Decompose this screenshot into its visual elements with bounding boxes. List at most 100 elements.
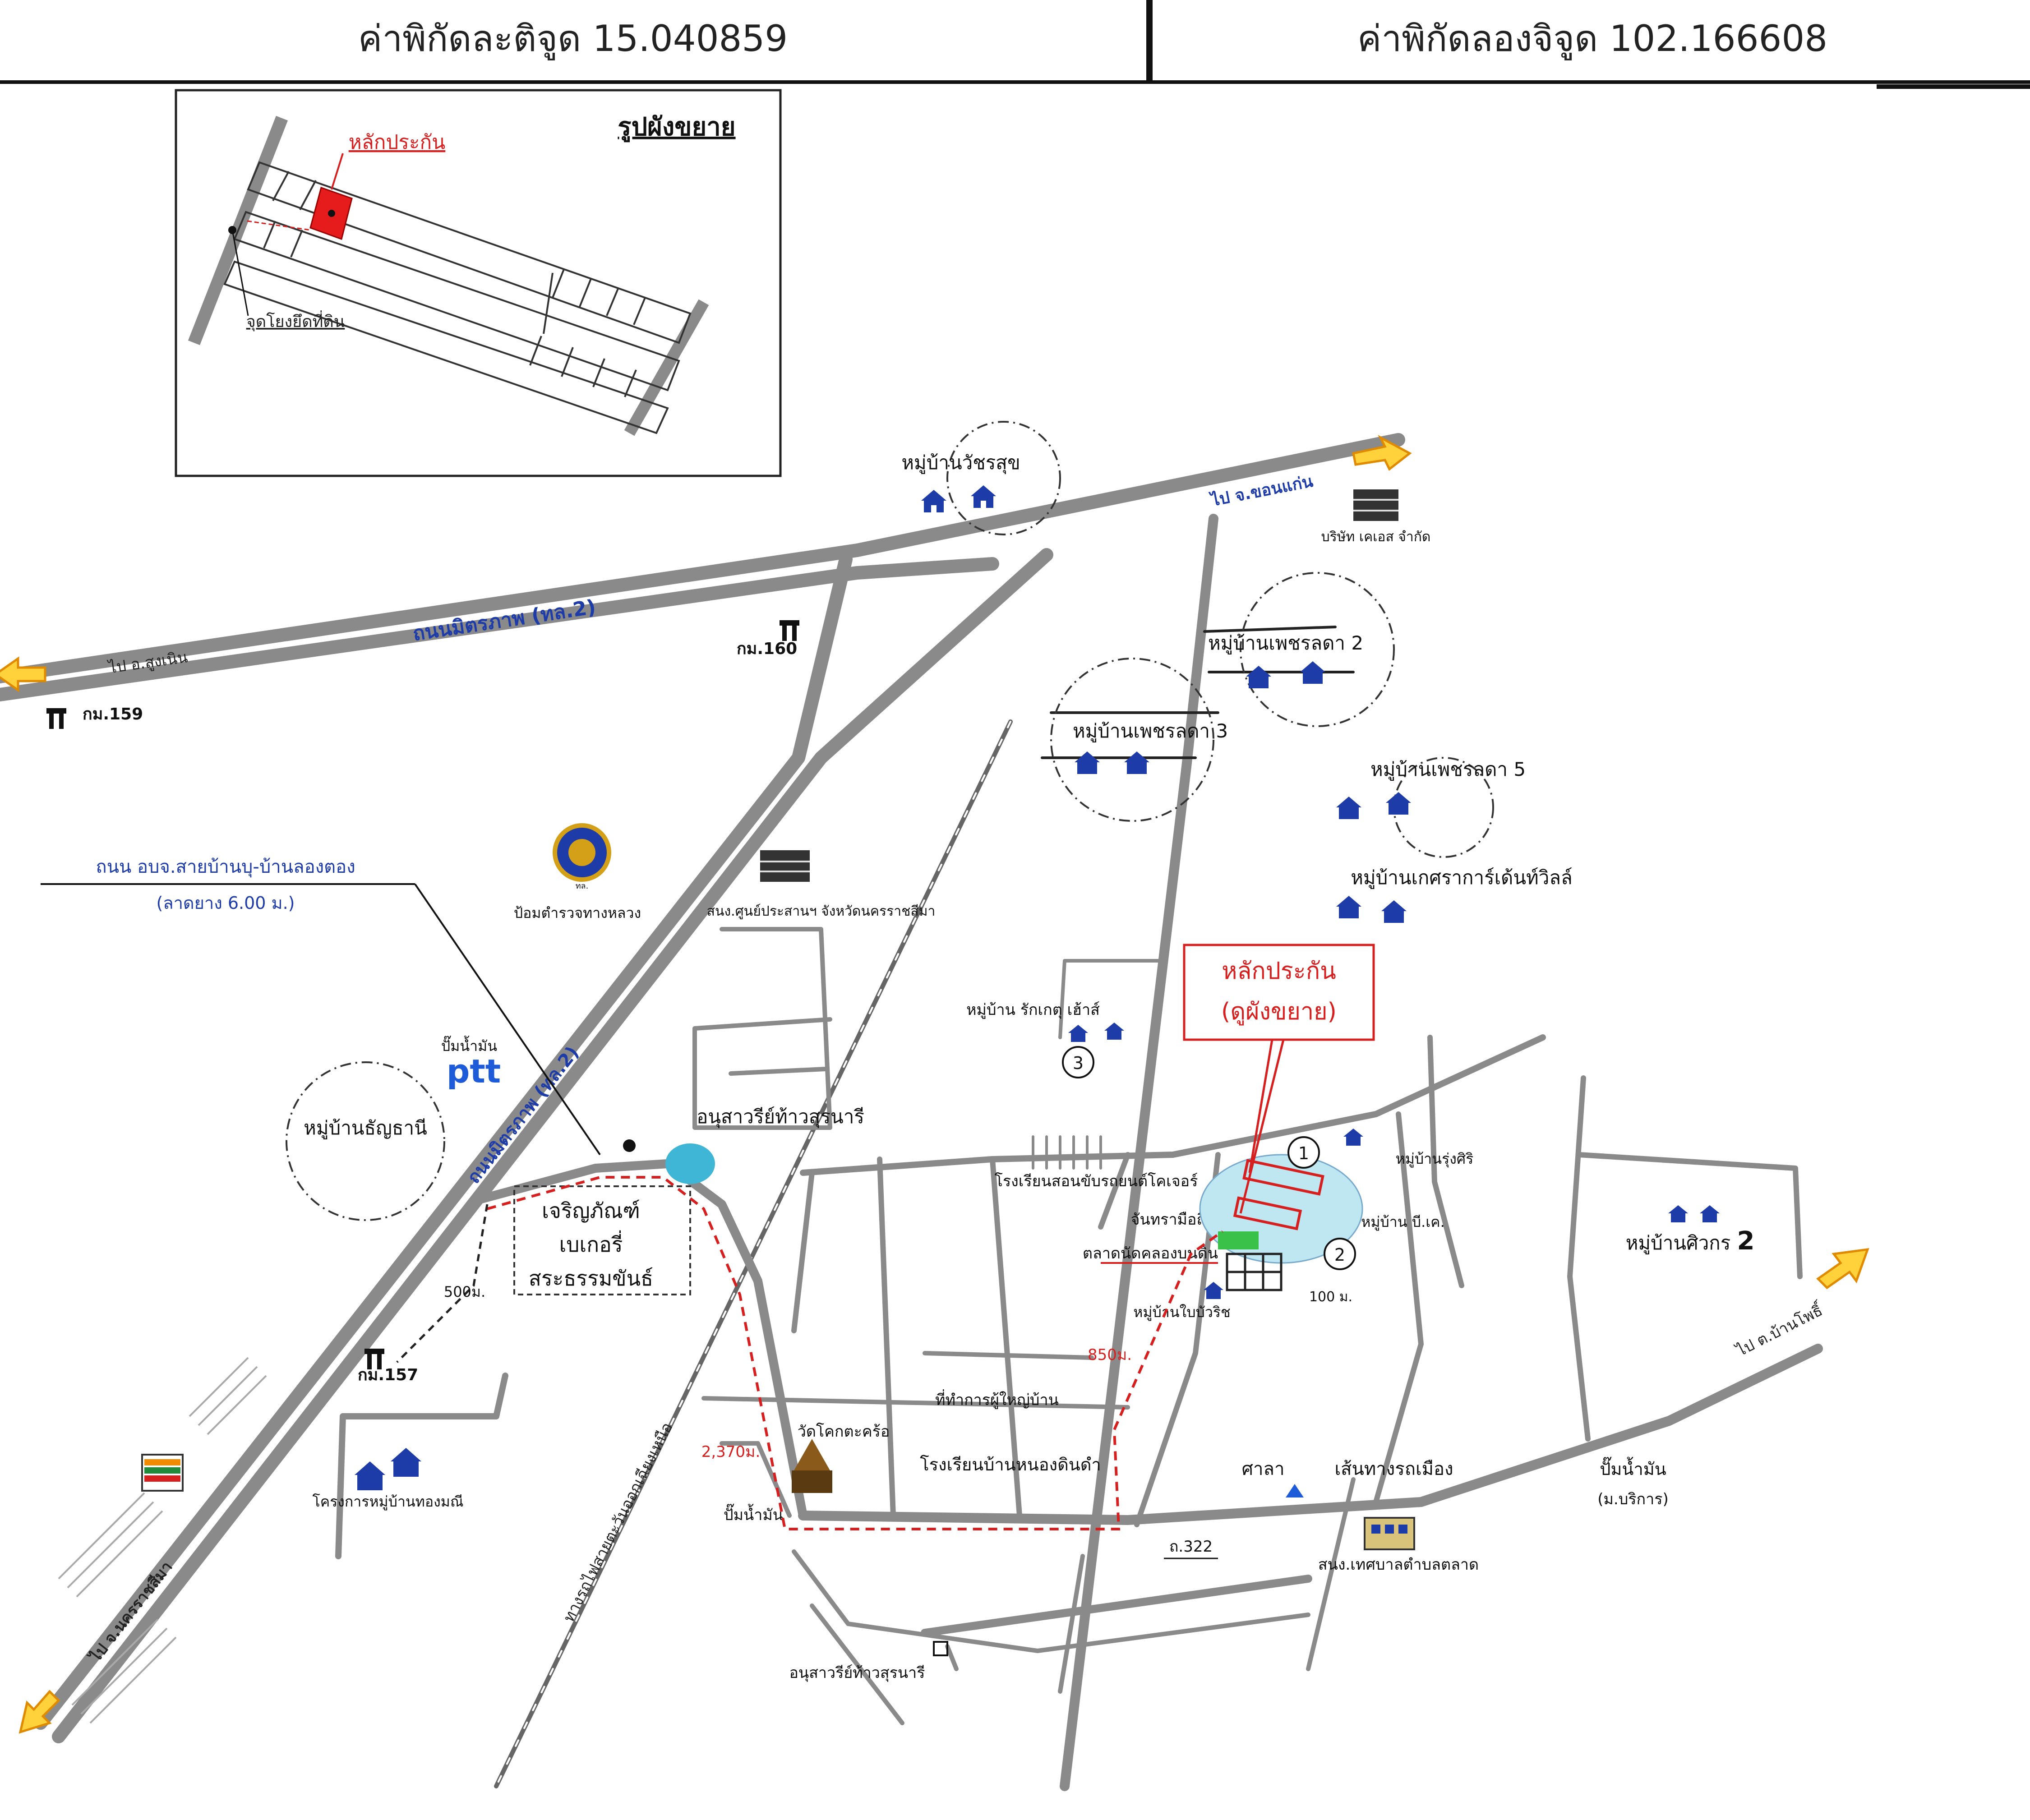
village-bamrung-label: หมู่บ้านใบบัวริช	[1133, 1304, 1230, 1321]
municipal-label: สนง.เทศบาลตำบลตลาด	[1318, 1556, 1479, 1574]
village-siwakorn-label: หมู่บ้านศิวกร	[1626, 1232, 1731, 1254]
inset-plan: รูปผังขยาย หลักประกัน จุดโยงยึ	[175, 89, 782, 477]
grid-roads-west	[692, 927, 832, 1130]
coordinate-header: ค่าพิกัดละติจูด 15.040859 ค่าพิกัดลองจิจ…	[0, 0, 2030, 81]
rural-road-label-line2: (ลาดยาง 6.00 ม.)	[156, 893, 295, 913]
collateral-plots	[1233, 1159, 1324, 1230]
school-label: โรงเรียนสอนขับรถยนต์โคเจอร์	[995, 1172, 1198, 1190]
house-icon	[1075, 751, 1100, 774]
water-pond	[665, 1143, 715, 1184]
rural-road-leader	[414, 883, 601, 1156]
arrow-banpho-icon	[1816, 1248, 1869, 1290]
korat-road-west	[34, 553, 853, 1730]
km-post-159-icon	[46, 708, 66, 729]
bakery-line2: เบเกอรี่	[559, 1230, 623, 1257]
house-icon	[391, 1448, 421, 1477]
house-icon	[1386, 792, 1411, 815]
police-badge-icon: ทล.	[553, 823, 611, 891]
inset-title: รูปผังขยาย	[618, 112, 735, 143]
market-label: ตลาดนัดคลองบนดิน	[1083, 1244, 1218, 1262]
bakery-line1: เจริญภัณฑ์	[542, 1198, 640, 1223]
police-label: ป้อมตำรวจทางหลวง	[514, 904, 641, 922]
distance-2370m: 2,370ม.	[701, 1443, 761, 1461]
house-icon	[1381, 900, 1407, 923]
house-icon	[1300, 661, 1325, 684]
school-office-label: สนง.ศูนย์ประสานฯ จังหวัดนครราชสีมา	[707, 903, 936, 919]
village-kesara-label: หมู่บ้านเกศราการ์เด้นท์วิลล์	[1351, 866, 1573, 889]
village-rakked-label: หมู่บ้าน รักเกตุ เฮ้าส์	[966, 1001, 1100, 1019]
house-icon	[1336, 896, 1361, 918]
house-icon	[1104, 1023, 1124, 1040]
house-icon	[971, 485, 996, 508]
latitude-label: ค่าพิกัดละติจูด 15.040859	[358, 17, 788, 60]
rural-road-label-line1: ถนน อบจ.สายบ้านบุ-บ้านลองตอง	[96, 857, 355, 878]
village-lanes	[1041, 626, 1355, 759]
rural-lane	[1058, 959, 1161, 1039]
village-thongmanee-label: โครงการหมู่บ้านทองมณี	[313, 1493, 464, 1511]
crosswalk-markings	[58, 1357, 267, 1724]
temple-label: วัดโคกตะคร้อ	[798, 1423, 890, 1441]
left-subroad	[335, 1373, 508, 1559]
arrow-left-icon	[0, 656, 46, 692]
inset-reference-pointer	[231, 230, 249, 316]
circle-marker-1-text: 1	[1298, 1143, 1309, 1163]
km157-label: กม.157	[358, 1366, 418, 1384]
main-local-road	[798, 1344, 1823, 1525]
inset-collateral-label: หลักประกัน	[349, 131, 446, 154]
inset-reference-label: จุดโยงยึดที่ดิน	[246, 310, 345, 332]
collateral-callout-line1: หลักประกัน	[1222, 958, 1336, 985]
south-road	[921, 1575, 1312, 1637]
route-dashed	[487, 1176, 1223, 1530]
korat-road-east	[52, 548, 1053, 1743]
bakery-line3: สระธรรมขันธ์	[529, 1266, 653, 1290]
village-petchladda3-label: หมู่บ้านเพชรลดา 3	[1073, 720, 1228, 742]
route-500m-dashed	[396, 1204, 489, 1363]
highway2-lower	[0, 557, 999, 701]
monument2-label: อนุสาวรีย์ท้าวสุรนารี	[789, 1664, 925, 1682]
village-siwakorn-number: 2	[1737, 1226, 1755, 1256]
railway-label: ทางรถไฟสายตะวันออกเฉียงเหนือ	[560, 1419, 677, 1625]
primary-school-label: โรงเรียนบ้านหนองดินดำ	[920, 1455, 1101, 1474]
collateral-callout-box	[1183, 944, 1375, 1041]
km159-label: กม.159	[83, 705, 143, 723]
gas-station-right-line2: (ม.บริการ)	[1597, 1490, 1669, 1508]
km-post-157-icon	[364, 1349, 384, 1369]
house-icon	[1336, 797, 1361, 819]
collateral-leader-a	[1248, 1039, 1273, 1173]
route-code-label: ถ.322	[1169, 1538, 1213, 1556]
inset-plots	[223, 161, 692, 434]
ptt-logo: ptt	[447, 1052, 501, 1090]
circle-marker-2-text: 2	[1334, 1245, 1345, 1265]
monument1-label: อนุสาวรีย์ท้าวสุรนารี	[697, 1106, 864, 1129]
village-petchladda5-label: หมู่บ้านเพชรลดา 5	[1370, 758, 1526, 781]
house-icon	[355, 1461, 385, 1490]
circle-petchladda2	[1240, 572, 1395, 727]
inset-collateral-pointer	[331, 153, 344, 190]
green-field	[1218, 1231, 1259, 1249]
house-icon	[1668, 1205, 1688, 1222]
circle-marker-3-text: 3	[1073, 1053, 1084, 1073]
distance-850m: 850ม.	[1088, 1346, 1132, 1364]
municipal-building-icon	[1364, 1517, 1415, 1550]
temple-icon	[792, 1439, 832, 1493]
km160-label: กม.160	[737, 640, 797, 658]
distance-100m: 100 ม.	[1309, 1289, 1352, 1305]
police-badge-text: ทล.	[576, 881, 589, 891]
road-network	[0, 433, 1823, 1791]
dividers	[1032, 1135, 1102, 1170]
house-icon	[1246, 666, 1271, 688]
office-building-icon	[760, 850, 810, 882]
circle-marker-1	[1287, 1136, 1320, 1169]
highway2-upper	[0, 433, 1405, 683]
house-icon	[1068, 1025, 1088, 1042]
sala-marker-icon	[1286, 1484, 1304, 1497]
village-thanyathani-label: หมู่บ้านธัญธานี	[304, 1117, 427, 1139]
km-post-160-icon	[780, 620, 799, 641]
house-icons	[355, 485, 1720, 1490]
house-icon	[1204, 1282, 1223, 1299]
circle-thanyathani	[286, 1061, 445, 1221]
longitude-label: ค่าพิกัดลองจิจูด 102.166608	[1357, 17, 1828, 60]
bakery-box-frame	[513, 1185, 691, 1295]
arrow-khonkaen-icon	[1352, 435, 1412, 471]
